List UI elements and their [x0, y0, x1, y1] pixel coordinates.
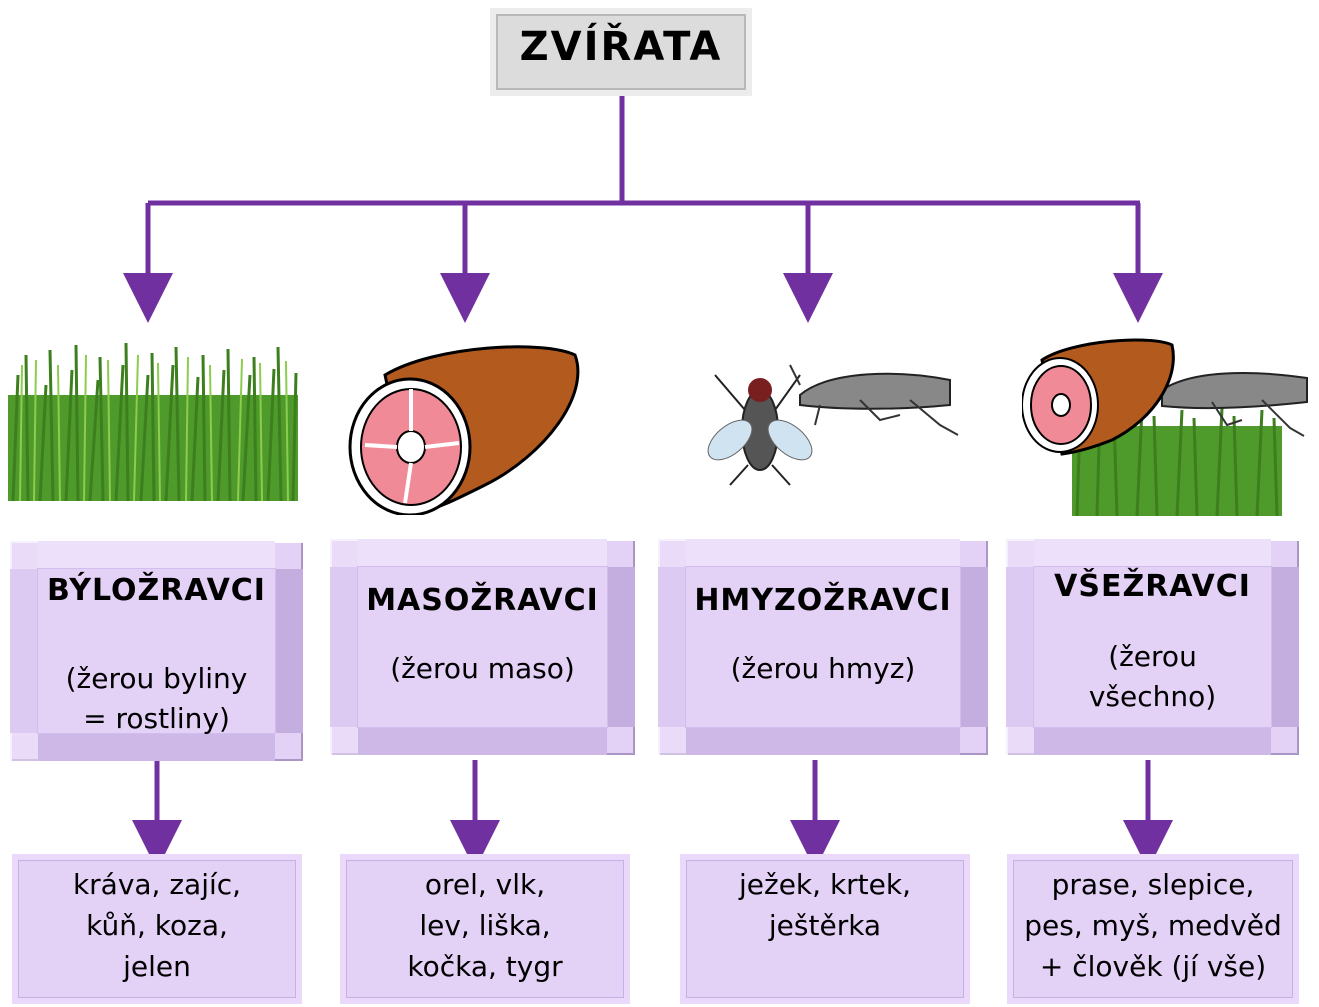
category-title: VŠEŽRAVCI	[1054, 569, 1251, 604]
category-title: MASOŽRAVCI	[366, 583, 599, 618]
category-box-masozravci: MASOŽRAVCI (žerou maso)	[330, 539, 635, 755]
root-node-label: ZVÍŘATA	[519, 24, 723, 70]
category-description: (žerou všechno)	[1088, 640, 1217, 713]
meat-image	[348, 345, 580, 515]
examples-box-vsezravci: prase, slepice, pes, myš, medvěd + člově…	[1007, 854, 1299, 1004]
category-description: (žerou byliny = rostliny)	[65, 662, 248, 735]
category-box-bylozravci: BÝLOŽRAVCI (žerou byliny = rostliny)	[10, 541, 303, 761]
examples-box-bylozravci: kráva, zajíc, kůň, koza, jelen	[12, 854, 302, 1004]
category-description: (žerou hmyz)	[730, 652, 916, 685]
examples-text: kráva, zajíc, kůň, koza, jelen	[72, 868, 242, 983]
category-description: (žerou maso)	[390, 652, 575, 685]
category-title: HMYZOŽRAVCI	[694, 583, 952, 618]
examples-text: orel, vlk, lev, liška, kočka, tygr	[407, 868, 563, 983]
examples-text: ježek, krtek, ještěrka	[739, 868, 911, 942]
category-box-vsezravci: VŠEŽRAVCI (žerou všechno)	[1006, 539, 1299, 755]
examples-box-hmyzozravci: ježek, krtek, ještěrka	[680, 854, 970, 1004]
examples-box-masozravci: orel, vlk, lev, liška, kočka, tygr	[340, 854, 630, 1004]
examples-text: prase, slepice, pes, myš, medvěd + člově…	[1024, 868, 1282, 983]
category-box-hmyzozravci: HMYZOŽRAVCI (žerou hmyz)	[658, 539, 988, 755]
fly-and-grasshopper-image	[707, 364, 959, 486]
root-node-box: ZVÍŘATA	[490, 8, 752, 96]
meat-grasshopper-grass-image	[1022, 338, 1308, 516]
category-title: BÝLOŽRAVCI	[47, 573, 266, 608]
grass-image	[8, 342, 298, 501]
